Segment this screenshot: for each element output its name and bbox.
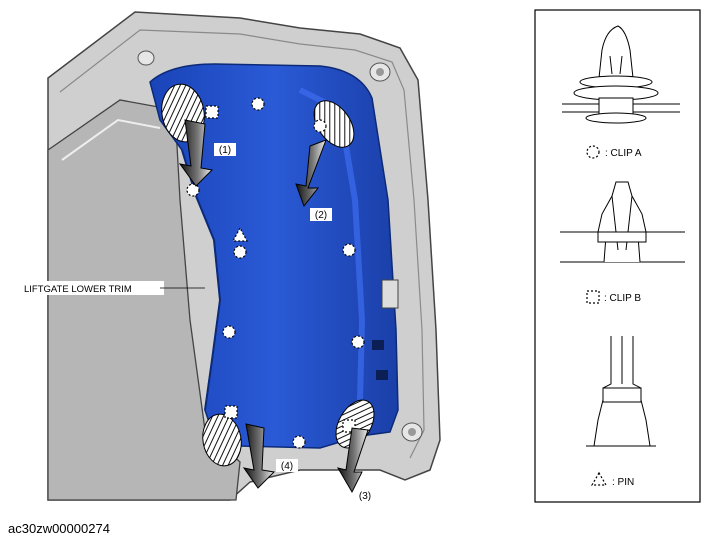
clip-a-marker xyxy=(222,325,236,339)
removal-arrow-2 xyxy=(295,139,327,208)
removal-arrow-4 xyxy=(242,423,276,489)
clip-a-marker xyxy=(313,119,327,133)
clip-a-illustration xyxy=(562,25,680,124)
legend-pin-label: : PIN xyxy=(612,477,634,488)
step-label-2: (2) xyxy=(315,210,327,221)
legend-clip-a-label: : CLIP A xyxy=(605,148,642,159)
clip-a-marker xyxy=(251,97,265,111)
legend-pin-symbol xyxy=(590,471,608,486)
clip-b-illustration xyxy=(560,181,685,263)
part-label: LIFTGATE LOWER TRIM xyxy=(24,284,132,295)
clip-a-marker xyxy=(186,183,200,197)
figure-code: ac30zw00000274 xyxy=(8,521,110,536)
pin-illustration xyxy=(586,336,656,447)
step-label-3: (3) xyxy=(359,491,371,502)
liftgate-glass xyxy=(47,99,241,501)
gate-bolt xyxy=(401,422,423,442)
clip-b-marker xyxy=(224,405,238,419)
clip-a-marker xyxy=(292,435,306,449)
step-label-4: (4) xyxy=(281,461,293,472)
grip-area-bottom-left xyxy=(202,413,242,467)
removal-arrow-1 xyxy=(178,119,214,187)
removal-arrow-3 xyxy=(336,427,369,494)
trim-edge-notch xyxy=(372,340,384,350)
clip-b-marker xyxy=(205,105,219,119)
legend-clip-b-label: : CLIP B xyxy=(604,293,641,304)
liftgate-glass-edge xyxy=(61,118,161,161)
clip-a-marker xyxy=(342,243,356,257)
liftgate-inner-rim xyxy=(59,29,425,459)
legend-panel: : CLIP A : CLIP B : PIN xyxy=(534,9,701,503)
pin-marker xyxy=(231,226,249,242)
grip-area-top-right xyxy=(313,100,355,148)
liftgate-illustration: (1) (2) (3) (4) LIFTGATE LOWER TRIM xyxy=(22,11,441,502)
gate-bolt xyxy=(369,62,391,82)
legend-clip-a-symbol xyxy=(586,145,600,159)
gate-bolt xyxy=(137,50,155,66)
clip-a-marker xyxy=(351,335,365,349)
trim-side-bracket xyxy=(381,279,399,309)
clip-a-marker xyxy=(233,245,247,259)
step-label-1: (1) xyxy=(219,145,231,156)
trim-edge-notch xyxy=(376,370,388,380)
legend-clip-b-symbol xyxy=(586,290,600,304)
